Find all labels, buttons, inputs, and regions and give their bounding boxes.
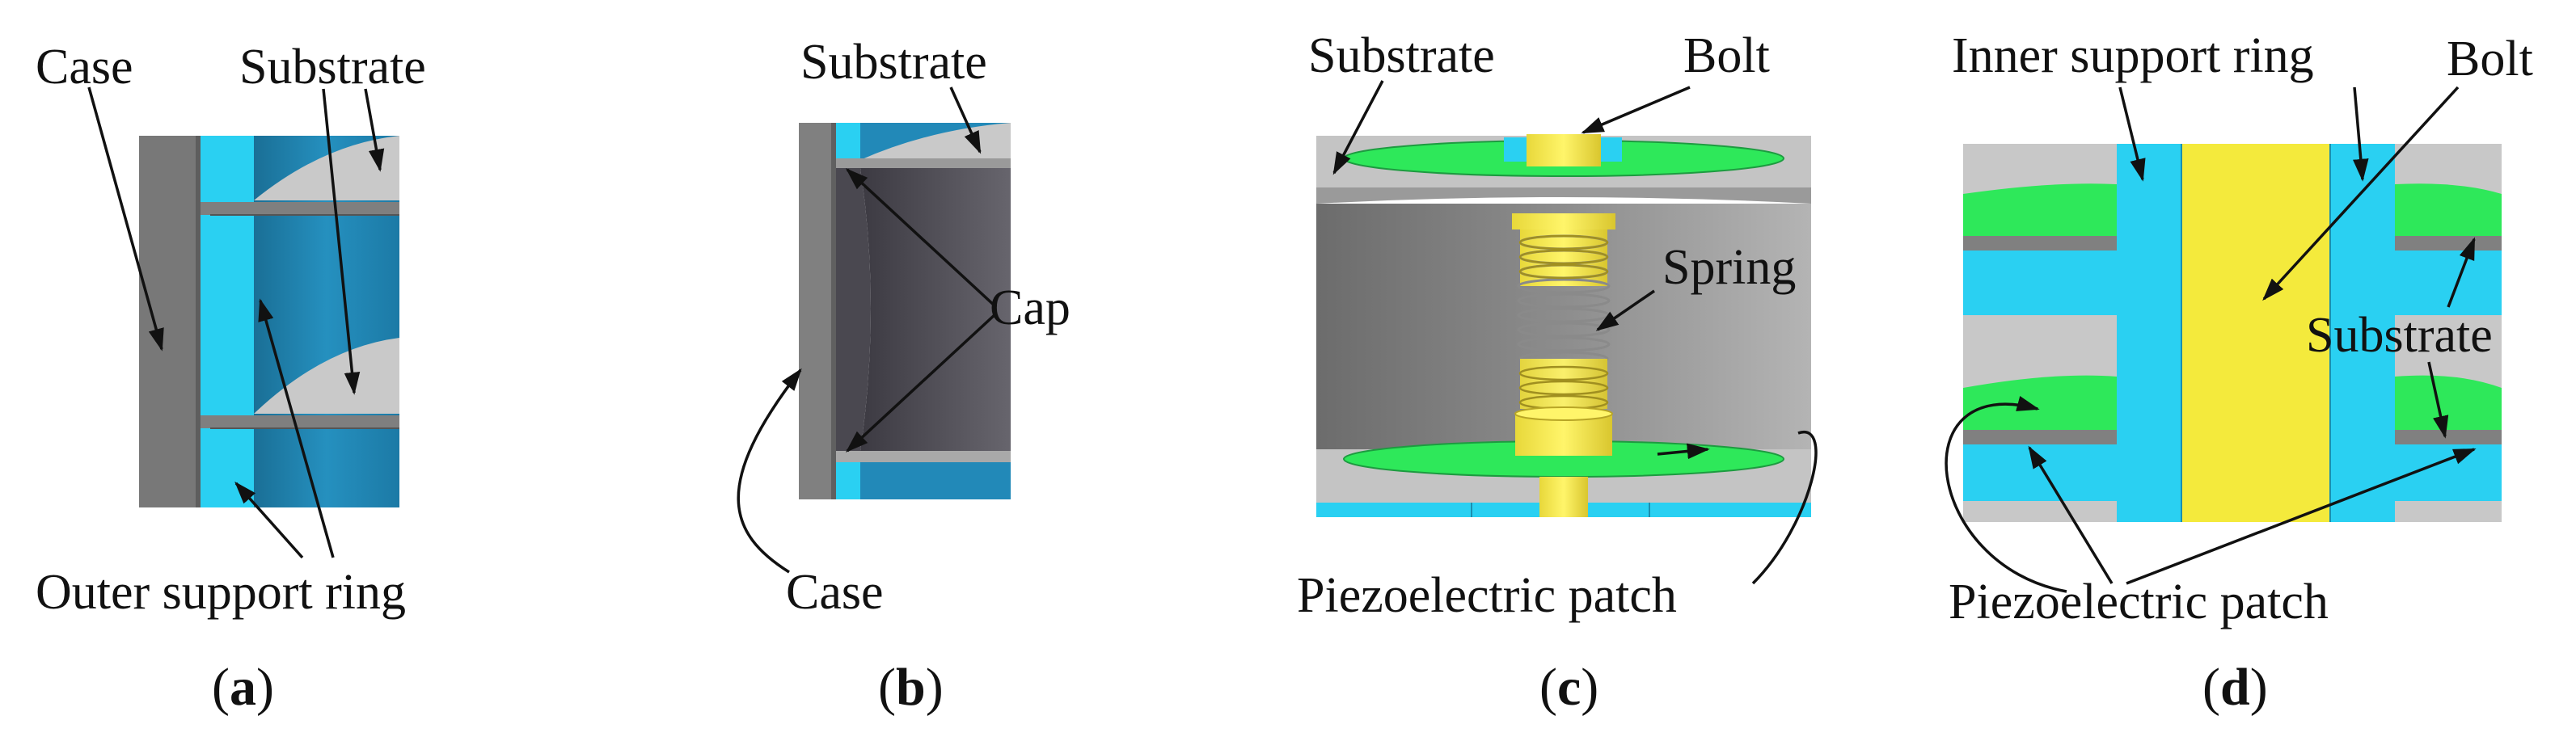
panel-d-arrows (1945, 86, 2477, 593)
cap-body (860, 168, 1011, 451)
right-substrate-2 (2395, 430, 2502, 444)
spring-sleeve-top (1512, 213, 1615, 229)
label-bolt-c: Bolt (1683, 28, 1770, 83)
bolt-stem (1539, 477, 1588, 517)
label-piezoelectric-patch-c: Piezoelectric patch (1297, 568, 1677, 623)
panel-c (1316, 80, 1818, 585)
panel-a-arrows (87, 86, 385, 559)
panel-b (737, 86, 1011, 574)
inner-support-ring-right (2330, 144, 2395, 522)
substrate-top (254, 136, 399, 200)
panel-c-arrows (1332, 80, 1818, 585)
substrate-bottom (836, 451, 1011, 462)
caption-letter-a: a (229, 658, 256, 717)
label-substrate-d: Substrate (2306, 308, 2493, 363)
label-outer-support-ring: Outer support ring (36, 565, 407, 620)
support-ring-bottom (836, 459, 860, 499)
label-cap: Cap (990, 280, 1071, 335)
panel-a (87, 86, 399, 559)
bolt-top-head (1527, 134, 1601, 166)
label-substrate-c: Substrate (1308, 28, 1495, 83)
substrate-plate-top (836, 158, 1011, 168)
case-wall (799, 123, 834, 499)
label-bolt-d: Bolt (2447, 32, 2533, 86)
label-case-a: Case (36, 40, 133, 95)
label-substrate-b: Substrate (800, 35, 987, 90)
outer-support-ring (201, 136, 254, 507)
caption-b: (b) (878, 658, 944, 717)
ring-body-bottom (860, 459, 1011, 499)
case-wall-edge (831, 123, 836, 499)
caption-c: (c) (1539, 658, 1599, 717)
caption-a: (a) (212, 658, 274, 717)
inner-support-ring-left (2117, 144, 2181, 522)
caption-letter-d: d (2219, 658, 2250, 717)
bolt (2181, 144, 2330, 522)
support-ring-top (836, 123, 860, 160)
right-ring-1 (2395, 183, 2502, 236)
caption-d: (d) (2202, 658, 2268, 717)
left-cyan-2 (1963, 444, 2117, 501)
substrate-plate-top (201, 202, 399, 215)
left-ring-1 (1963, 183, 2117, 236)
left-substrate-2 (1963, 430, 2117, 444)
cap-flare (836, 168, 871, 451)
case-wall-edge (196, 136, 201, 507)
substrate-top-underside (1316, 187, 1811, 204)
panel-d (1945, 86, 2502, 593)
panel-b-arrows (737, 86, 998, 574)
caption-letter-c: c (1556, 658, 1581, 717)
label-spring: Spring (1662, 240, 1797, 295)
label-piezoelectric-patch-d: Piezoelectric patch (1949, 575, 2329, 629)
left-substrate-1 (1963, 236, 2117, 251)
case-wall (139, 136, 199, 507)
label-substrate-a: Substrate (239, 40, 426, 95)
right-substrate-1 (2395, 236, 2502, 251)
substrate-bottom (254, 338, 399, 414)
caption-letter-b: b (895, 658, 926, 717)
left-cyan-1 (1963, 251, 2117, 315)
right-ring-2 (2395, 375, 2502, 430)
substrate-plate-bottom (201, 415, 399, 428)
label-inner-support-ring: Inner support ring (1952, 28, 2314, 83)
label-case-b: Case (786, 565, 884, 620)
left-ring-2 (1963, 375, 2117, 430)
